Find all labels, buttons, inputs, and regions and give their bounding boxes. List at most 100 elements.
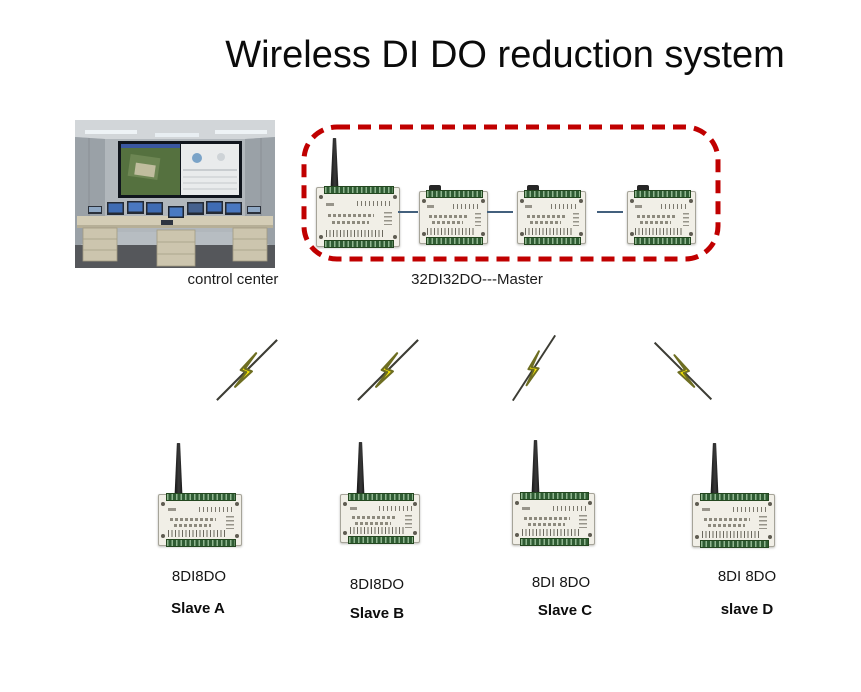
io-channel-marks xyxy=(701,530,759,538)
room-ceiling xyxy=(75,120,275,139)
module-text-line xyxy=(530,221,561,225)
slave-a-name-label: Slave A xyxy=(171,600,225,617)
terminal-strip-top xyxy=(324,186,394,194)
module-text-line xyxy=(527,522,565,526)
module-text-line xyxy=(355,521,391,525)
slave-module-c xyxy=(512,492,595,546)
terminal-strip-top xyxy=(634,190,691,198)
io-pin-labels xyxy=(552,505,587,511)
screw-icon xyxy=(630,199,634,203)
control-center-label: control center xyxy=(187,271,279,288)
module-link-line xyxy=(398,211,418,213)
slave-module-a xyxy=(158,493,242,547)
terminal-strip-bottom xyxy=(524,237,581,245)
antenna-icon xyxy=(356,442,365,496)
screw-icon xyxy=(768,502,772,506)
screw-icon xyxy=(481,199,485,203)
slave-d-capacity-label: 8DI 8DO xyxy=(717,568,777,585)
antenna-icon xyxy=(330,138,339,189)
io-channel-marks xyxy=(635,227,683,235)
module-text-line xyxy=(527,214,565,218)
screw-icon xyxy=(695,502,699,506)
lightning-bolt-icon xyxy=(357,339,419,401)
io-channel-marks xyxy=(168,530,226,537)
module-text-line xyxy=(432,221,463,225)
io-pin-labels xyxy=(550,203,579,209)
lightning-bolt-icon xyxy=(653,341,713,401)
drawer-cabinet xyxy=(82,227,118,262)
screw-icon xyxy=(695,535,699,539)
module-logo xyxy=(701,508,710,512)
antenna-icon xyxy=(174,443,183,496)
module-text-line xyxy=(331,221,370,225)
desk xyxy=(77,216,273,225)
led-indicators xyxy=(682,213,689,227)
module-text-line xyxy=(640,221,671,225)
slave-c-capacity-label: 8DI 8DO xyxy=(531,574,591,591)
screw-icon xyxy=(520,199,524,203)
terminal-strip-bottom xyxy=(324,240,394,248)
module-text-line xyxy=(351,516,396,520)
screw-icon xyxy=(689,232,693,236)
screw-icon xyxy=(413,502,417,506)
terminal-strip-bottom xyxy=(426,237,483,245)
antenna-icon xyxy=(710,443,719,496)
screw-icon xyxy=(161,502,165,506)
module-logo xyxy=(427,205,435,209)
screw-icon xyxy=(579,232,583,236)
led-indicators xyxy=(759,516,767,530)
master-module-3 xyxy=(517,185,586,245)
screw-icon xyxy=(515,533,519,537)
module-logo xyxy=(349,507,358,511)
io-channel-marks xyxy=(525,227,573,235)
terminal-strip-bottom xyxy=(700,540,769,548)
screw-icon xyxy=(343,531,347,535)
module-logo xyxy=(521,507,530,510)
terminal-strip-top xyxy=(426,190,483,198)
terminal-strip-bottom xyxy=(348,536,414,544)
module-text-line xyxy=(328,214,375,218)
module-text-line xyxy=(704,517,750,521)
io-pin-labels xyxy=(660,203,689,209)
io-channel-marks xyxy=(326,229,384,237)
antenna-connector-icon xyxy=(636,185,649,192)
screw-icon xyxy=(319,195,323,199)
led-indicators xyxy=(404,514,412,528)
screw-icon xyxy=(422,199,426,203)
master-group-outline xyxy=(301,124,721,262)
module-link-line xyxy=(487,211,513,213)
screw-icon xyxy=(343,502,347,506)
module-link-line xyxy=(597,211,623,213)
io-channel-marks xyxy=(427,227,475,235)
lightning-bolt-icon xyxy=(511,334,557,402)
slave-d-name-label: slave D xyxy=(720,601,774,618)
desk-monitors xyxy=(88,201,261,225)
terminal-strip-bottom xyxy=(520,538,589,546)
screw-icon xyxy=(579,199,583,203)
master-module-2 xyxy=(419,185,488,245)
terminal-strip-top xyxy=(700,493,769,501)
module-text-line xyxy=(170,517,217,521)
ceiling-light xyxy=(215,130,267,134)
io-channel-marks xyxy=(521,529,579,536)
slave-module-d xyxy=(692,493,775,548)
screw-icon xyxy=(422,232,426,236)
master-module-4 xyxy=(627,185,696,245)
screw-icon xyxy=(235,534,239,538)
io-pin-labels xyxy=(357,201,392,207)
module-text-line xyxy=(524,516,570,520)
module-text-line xyxy=(173,523,212,527)
screw-icon xyxy=(235,502,239,506)
screw-icon xyxy=(588,501,592,505)
screw-icon xyxy=(520,232,524,236)
led-indicators xyxy=(572,213,579,227)
screw-icon xyxy=(413,531,417,535)
master-label: 32DI32DO---Master xyxy=(411,271,543,288)
led-indicators xyxy=(226,516,234,529)
led-indicators xyxy=(579,515,587,528)
screw-icon xyxy=(515,501,519,505)
module-logo xyxy=(635,205,643,209)
module-text-line xyxy=(637,214,675,218)
led-indicators xyxy=(474,213,481,227)
antenna-connector-icon xyxy=(526,185,539,192)
